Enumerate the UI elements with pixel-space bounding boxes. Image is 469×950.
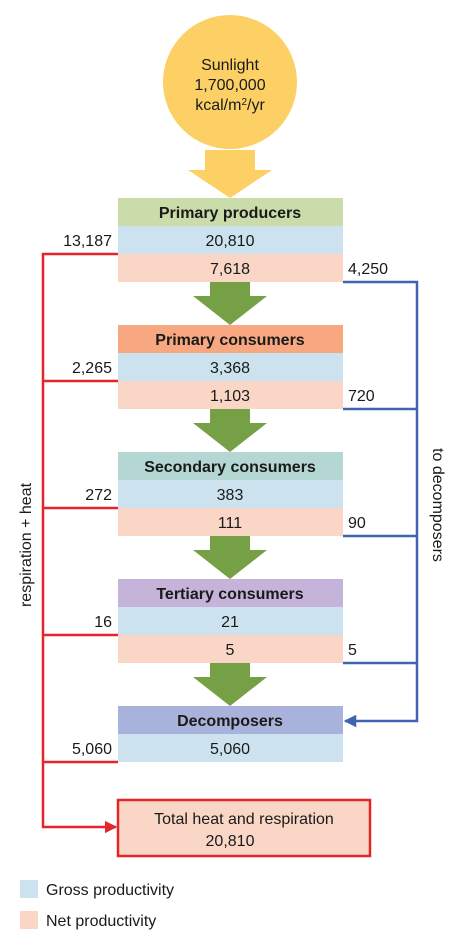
decomposers-respiration: 5,060 [72,741,112,758]
tertiary-consumers-respiration: 16 [94,614,112,631]
decomposer-lines [343,280,419,728]
energy-arrow-3 [193,536,267,579]
decomposers-gross-cell [118,734,343,762]
decomposer-trunk [343,280,419,728]
respiration-heat-label: respiration + heat [18,482,35,607]
decomposers-gross: 5,060 [210,741,250,758]
primary-producers-gross-cell [118,226,343,254]
secondary-consumers-net: 111 [218,515,242,532]
respiration-lines [41,252,118,834]
sun-value: 1,700,000 [194,77,265,94]
primary-consumers-label: Primary consumers [155,332,305,349]
secondary-consumers-to-decomposers: 90 [348,515,366,532]
decomposers-label: Decomposers [177,713,283,730]
primary-producers-label: Primary producers [159,205,301,222]
level-primary-consumers: Primary consumers 3,368 1,103 2,265 720 [72,325,375,409]
primary-producers-gross: 20,810 [206,233,255,250]
primary-consumers-gross: 3,368 [210,360,250,377]
energy-arrow-2 [193,409,267,452]
primary-producers-header [118,198,343,226]
to-decomposers-label: to decomposers [429,448,446,562]
legend-net-label: Net productivity [46,913,156,930]
secondary-consumers-gross-cell [118,480,343,508]
sun-circle [163,15,297,149]
level-primary-producers: Primary producers 20,810 7,618 13,187 4,… [63,198,388,282]
energy-arrow-1 [193,282,267,325]
primary-consumers-to-decomposers: 720 [348,388,375,405]
primary-producers-to-decomposers: 4,250 [348,261,388,278]
primary-producers-net-cell [118,254,343,282]
secondary-consumers-gross: 383 [217,487,244,504]
tertiary-consumers-net-cell [118,635,343,663]
secondary-consumers-net-cell [118,508,343,536]
energy-arrow-4 [193,663,267,706]
legend-net-swatch [20,911,38,929]
primary-consumers-gross-cell [118,353,343,381]
sunlight-arrow [188,150,272,198]
secondary-consumers-header [118,452,343,480]
decomposers-header [118,706,343,734]
legend: Gross productivity Net productivity [20,880,174,930]
total-heat-label: Total heat and respiration [154,811,334,828]
tertiary-consumers-label: Tertiary consumers [156,586,303,603]
primary-consumers-net-cell [118,381,343,409]
tertiary-consumers-net: 5 [226,642,235,659]
total-heat-value: 20,810 [206,833,255,850]
tertiary-consumers-gross: 21 [221,614,239,631]
level-secondary-consumers: Secondary consumers 383 111 272 90 [85,452,366,536]
primary-producers-net: 7,618 [210,261,250,278]
sun-label: Sunlight [201,57,259,74]
primary-producers-respiration: 13,187 [63,233,112,250]
total-heat-box [116,798,372,858]
legend-gross-label: Gross productivity [46,882,174,899]
level-tertiary-consumers: Tertiary consumers 21 5 16 5 [94,579,357,663]
level-decomposers: Decomposers 5,060 5,060 [72,706,343,762]
legend-gross-swatch [20,880,38,898]
primary-consumers-header [118,325,343,353]
tertiary-consumers-header [118,579,343,607]
tertiary-consumers-to-decomposers: 5 [348,642,357,659]
sun-unit: kcal/m2/yr [195,97,265,115]
respiration-trunk [41,252,118,834]
secondary-consumers-label: Secondary consumers [144,459,316,476]
primary-consumers-net: 1,103 [210,388,250,405]
secondary-consumers-respiration: 272 [85,487,112,504]
primary-consumers-respiration: 2,265 [72,360,112,377]
tertiary-consumers-gross-cell [118,607,343,635]
